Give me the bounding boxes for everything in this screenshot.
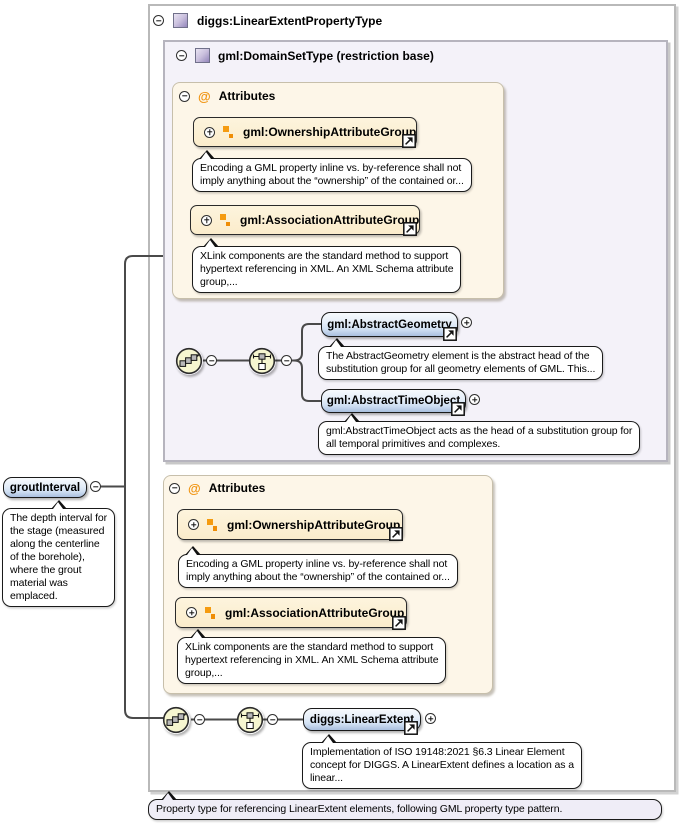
- collapse-icon[interactable]: [206, 355, 217, 366]
- property-type-header: diggs:LinearExtentPropertyType: [152, 13, 382, 28]
- link-arrow-icon[interactable]: [392, 616, 406, 630]
- collapse-icon[interactable]: [153, 15, 164, 26]
- attribute-group-ownership[interactable]: gml:OwnershipAttributeGroup: [193, 117, 417, 147]
- attributes-at-icon: @: [188, 480, 201, 496]
- annotation-abstract-geometry: The AbstractGeometry element is the abst…: [318, 338, 604, 380]
- annotation-association: XLink components are the standard method…: [192, 238, 462, 293]
- collapse-icon[interactable]: [176, 50, 187, 61]
- element-label: gml:AbstractGeometry: [327, 318, 452, 331]
- annotation-ownership: Encoding a GML property inline vs. by-re…: [178, 546, 458, 588]
- sequence-icon[interactable]: [175, 347, 203, 375]
- collapse-icon[interactable]: [90, 481, 101, 492]
- expand-icon[interactable]: [188, 519, 199, 530]
- collapse-icon[interactable]: [267, 714, 278, 725]
- expand-icon[interactable]: [204, 126, 215, 138]
- link-arrow-icon[interactable]: [404, 721, 418, 735]
- element-label: groutInterval: [9, 481, 81, 494]
- attribute-group-icon: [207, 518, 219, 531]
- complex-type-icon: [195, 48, 210, 63]
- attribute-group-label: gml:OwnershipAttributeGroup: [227, 517, 401, 532]
- link-arrow-icon[interactable]: [451, 402, 465, 416]
- restriction-base-header: gml:DomainSetType (restriction base): [176, 48, 434, 63]
- attributes-header: @ Attributes: [179, 89, 275, 103]
- annotation-property-type: Property type for referencing LinearExte…: [148, 791, 662, 820]
- attribute-group-label: gml:OwnershipAttributeGroup: [243, 125, 417, 139]
- link-arrow-icon[interactable]: [402, 134, 416, 148]
- attribute-group-icon: [223, 126, 235, 138]
- expand-icon[interactable]: [425, 713, 436, 724]
- element-box-abstract-time-object[interactable]: gml:AbstractTimeObject: [321, 389, 466, 413]
- sequence-icon[interactable]: [162, 706, 190, 734]
- property-type-title: diggs:LinearExtentPropertyType: [197, 13, 383, 28]
- attributes-title: Attributes: [218, 89, 276, 103]
- annotation-abstract-time-object: gml:AbstractTimeObject acts as the head …: [318, 413, 641, 455]
- element-label: diggs:LinearExtent: [309, 713, 415, 726]
- collapse-icon[interactable]: [194, 714, 205, 725]
- annotation-ownership: Encoding a GML property inline vs. by-re…: [192, 150, 472, 192]
- expand-icon[interactable]: [186, 607, 197, 618]
- choice-icon[interactable]: [248, 347, 276, 375]
- element-box-grout-interval[interactable]: groutInterval: [3, 477, 87, 498]
- element-box-linear-extent[interactable]: diggs:LinearExtent: [303, 708, 421, 731]
- restriction-base-title: gml:DomainSetType (restriction base): [218, 48, 434, 63]
- attribute-group-association[interactable]: gml:AssociationAttributeGroup: [175, 597, 407, 628]
- collapse-icon[interactable]: [281, 355, 292, 366]
- expand-icon[interactable]: [461, 317, 472, 328]
- expand-icon[interactable]: [469, 394, 480, 405]
- attributes-at-icon: @: [198, 88, 211, 104]
- attribute-group-icon: [205, 606, 217, 619]
- attribute-group-association[interactable]: gml:AssociationAttributeGroup: [190, 205, 420, 235]
- choice-icon[interactable]: [236, 706, 264, 734]
- element-box-abstract-geometry[interactable]: gml:AbstractGeometry: [321, 312, 458, 337]
- attributes-title: Attributes: [208, 481, 266, 495]
- element-label: gml:AbstractTimeObject: [326, 395, 461, 407]
- attribute-group-label: gml:AssociationAttributeGroup: [240, 213, 420, 227]
- link-arrow-icon[interactable]: [389, 527, 403, 541]
- attribute-group-label: gml:AssociationAttributeGroup: [225, 605, 405, 620]
- link-arrow-icon[interactable]: [403, 222, 417, 236]
- annotation-linear-extent: Implementation of ISO 19148:2021 §6.3 Li…: [302, 734, 582, 789]
- collapse-icon[interactable]: [169, 482, 180, 494]
- complex-type-icon: [173, 13, 188, 28]
- annotation-association: XLink components are the standard method…: [177, 629, 447, 684]
- collapse-icon[interactable]: [179, 90, 190, 102]
- attributes-header: @ Attributes: [169, 481, 265, 495]
- attribute-group-icon: [220, 214, 232, 226]
- link-arrow-icon[interactable]: [443, 327, 457, 341]
- expand-icon[interactable]: [201, 214, 212, 226]
- attribute-group-ownership[interactable]: gml:OwnershipAttributeGroup: [177, 509, 403, 540]
- annotation-grout-interval: The depth interval for the stage (measur…: [2, 500, 116, 607]
